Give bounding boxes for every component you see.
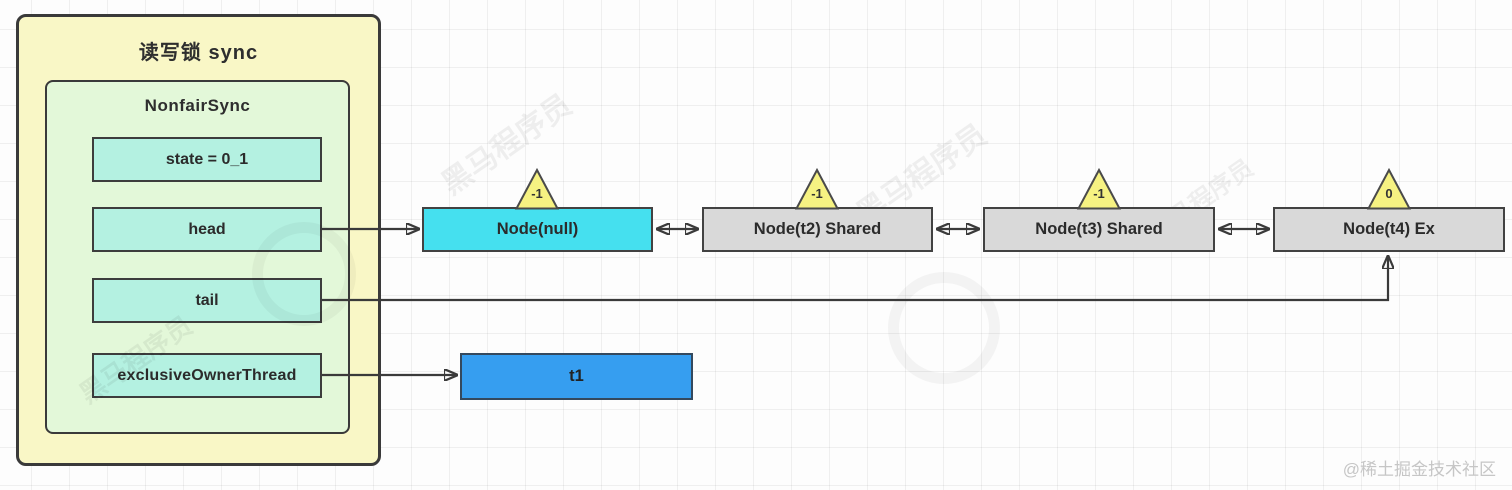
nonfairsync-title: NonfairSync xyxy=(144,96,251,115)
brand-logo-watermark xyxy=(252,222,356,326)
waitstatus-value: -1 xyxy=(531,186,543,201)
triangle-icon xyxy=(1366,167,1412,210)
node-t4-ex: Node(t4) Ex xyxy=(1273,207,1505,252)
node-t2-shared: Node(t2) Shared xyxy=(702,207,933,252)
thread-t1-box: t1 xyxy=(460,353,693,400)
waitstatus-value: -1 xyxy=(1093,186,1105,201)
field-exclusive-owner-thread: exclusiveOwnerThread xyxy=(92,353,322,398)
tail-pointer-arrow xyxy=(322,256,1388,302)
field-exclusive-owner-thread-label: exclusiveOwnerThread xyxy=(117,366,297,384)
node-t2-label: Node(t2) Shared xyxy=(753,220,882,238)
field-state: state = 0_1 xyxy=(92,137,322,182)
brand-logo-watermark xyxy=(888,272,1000,384)
node-t3-shared: Node(t3) Shared xyxy=(983,207,1215,252)
waitstatus-value: -1 xyxy=(811,186,823,201)
node-t3-label: Node(t3) Shared xyxy=(1035,220,1163,238)
waitstatus-triangle-node-t2: -1 xyxy=(794,167,840,211)
field-tail-label: tail xyxy=(195,291,219,309)
waitstatus-value: 0 xyxy=(1385,186,1393,201)
node-t4-label: Node(t4) Ex xyxy=(1343,220,1435,238)
node-null-label: Node(null) xyxy=(496,220,579,238)
field-head-label: head xyxy=(188,220,226,238)
thread-t1-label: t1 xyxy=(569,367,584,385)
rw-lock-sync-title: 读写锁 sync xyxy=(138,42,259,64)
waitstatus-triangle-node-t4: 0 xyxy=(1366,167,1412,211)
triangle-icon xyxy=(514,167,560,210)
triangle-icon xyxy=(794,167,840,210)
waitstatus-triangle-node-t3: -1 xyxy=(1076,167,1122,211)
triangle-icon xyxy=(1076,167,1122,210)
community-credit: @稀土掘金技术社区 xyxy=(1342,460,1496,479)
field-state-label: state = 0_1 xyxy=(165,150,249,168)
node-null: Node(null) xyxy=(422,207,653,252)
waitstatus-triangle-node-null: -1 xyxy=(514,167,560,211)
